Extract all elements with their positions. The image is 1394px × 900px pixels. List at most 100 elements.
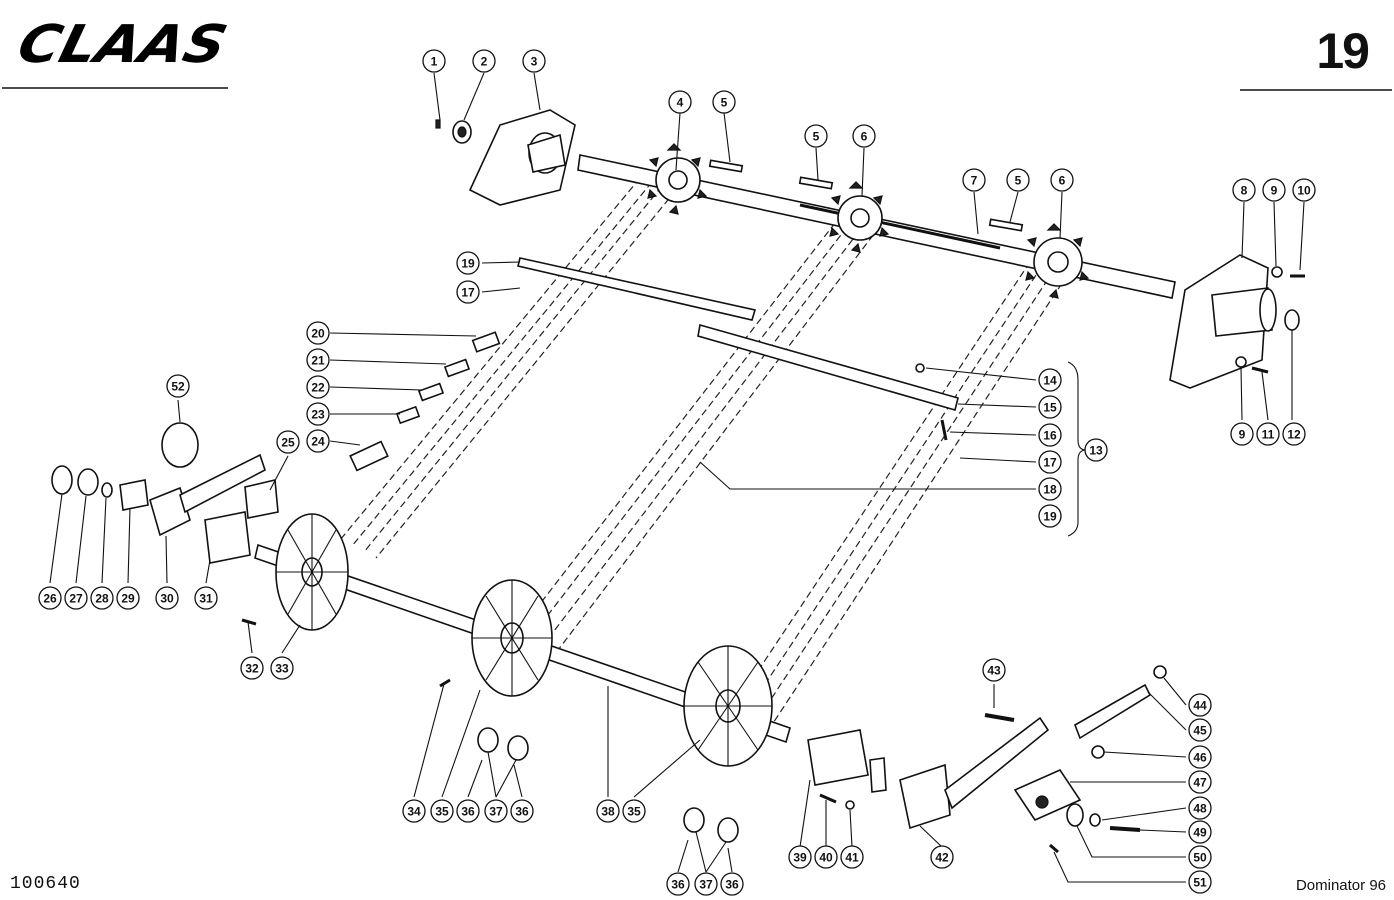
callout-circle [1188, 770, 1212, 794]
part-callout-36: 36 [456, 799, 480, 823]
callout-label: 38 [601, 805, 615, 819]
callout-circle [622, 799, 646, 823]
part-callout-22: 22 [306, 375, 330, 399]
part-callout-5: 5 [804, 124, 828, 148]
part-callout-15: 15 [1038, 395, 1062, 419]
callout-circle [306, 375, 330, 399]
part-callout-44: 44 [1188, 693, 1212, 717]
connector-22 [417, 382, 445, 402]
callout-circle [1262, 178, 1286, 202]
rod-45 [1074, 683, 1152, 740]
part-callout-35: 35 [622, 799, 646, 823]
document-code: 100640 [10, 874, 81, 894]
part-callout-4: 4 [668, 90, 692, 114]
part-callout-49: 49 [1188, 820, 1212, 844]
callout-label: 15 [1043, 401, 1057, 415]
part-callout-40: 40 [814, 845, 838, 869]
key-5a [708, 159, 744, 173]
callout-label: 19 [1043, 510, 1057, 524]
callout-label: 36 [515, 805, 529, 819]
bearing-plate-left [468, 109, 576, 206]
part-callout-10: 10 [1292, 178, 1316, 202]
callout-circle [456, 251, 480, 275]
callout-circle [720, 872, 744, 896]
part-callout-41: 41 [840, 845, 864, 869]
brand-logo-text: CLAAS [12, 18, 230, 68]
part-callout-39: 39 [788, 845, 812, 869]
bolt-43 [984, 713, 1015, 722]
callout-label: 43 [987, 664, 1001, 678]
callout-circle [840, 845, 864, 869]
callout-label: 42 [935, 851, 949, 865]
part-callout-36: 36 [510, 799, 534, 823]
upper-sprocket-middle [829, 181, 890, 253]
part-callout-46: 46 [1188, 745, 1212, 769]
callout-label: 10 [1297, 184, 1311, 198]
part-callout-13: 13 [1084, 438, 1108, 462]
callout-label: 44 [1193, 699, 1207, 713]
part-callout-16: 16 [1038, 423, 1062, 447]
callout-circle [194, 586, 218, 610]
washer-48 [1089, 813, 1101, 827]
washer-41 [845, 800, 855, 810]
callout-circle [1188, 820, 1212, 844]
key-5b [798, 176, 834, 190]
callout-circle [1084, 438, 1108, 462]
callout-label: 45 [1193, 724, 1207, 738]
nut-9a [1271, 266, 1283, 278]
nut-14 [915, 363, 925, 373]
nut-9b [1235, 356, 1247, 368]
part-callout-28: 28 [90, 586, 114, 610]
callout-label: 7 [971, 174, 978, 188]
callout-label: 39 [793, 851, 807, 865]
callout-circle [1038, 395, 1062, 419]
callout-circle [1230, 422, 1254, 446]
callout-circle [456, 799, 480, 823]
callout-label: 50 [1193, 851, 1207, 865]
part-callout-9: 9 [1262, 178, 1286, 202]
part-callout-27: 27 [64, 586, 88, 610]
housing-30 [149, 486, 191, 537]
callout-circle [270, 656, 294, 680]
callout-label: 37 [489, 805, 503, 819]
bearing-plate-right [1169, 254, 1277, 389]
bearing-37b [507, 735, 529, 761]
callout-circle [1292, 178, 1316, 202]
callout-label: 13 [1089, 444, 1103, 458]
callout-circle [116, 586, 140, 610]
callout-label: 14 [1043, 374, 1057, 388]
bolt-40 [819, 793, 837, 804]
callout-circle [804, 124, 828, 148]
callout-label: 16 [1043, 429, 1057, 443]
connector-21 [443, 358, 471, 378]
callout-circle [1188, 796, 1212, 820]
callout-label: 35 [627, 805, 641, 819]
part-callout-9: 9 [1230, 422, 1254, 446]
part-callout-5: 5 [712, 90, 736, 114]
part-callout-50: 50 [1188, 845, 1212, 869]
part-callout-12: 12 [1282, 422, 1306, 446]
sleeve-39 [807, 729, 869, 786]
bolt-49 [1109, 826, 1141, 832]
part-callout-48: 48 [1188, 796, 1212, 820]
callout-circle [430, 799, 454, 823]
bearing-37a [477, 727, 499, 753]
sleeve-31 [204, 511, 251, 564]
callout-label: 34 [407, 805, 421, 819]
callout-circle [1188, 718, 1212, 742]
page-number: 19 [1316, 23, 1370, 79]
part-callout-17: 17 [456, 280, 480, 304]
leader-lines [49, 72, 1305, 883]
callout-label: 5 [721, 96, 728, 110]
callout-circle [510, 799, 534, 823]
washer-50 [1066, 803, 1084, 827]
callout-label: 46 [1193, 751, 1207, 765]
part-callout-34: 34 [402, 799, 426, 823]
bracket-39 [869, 757, 887, 793]
block-47-bore [1035, 795, 1049, 809]
part-callout-17: 17 [1038, 450, 1062, 474]
callout-circle [694, 872, 718, 896]
callout-circle [306, 348, 330, 372]
bearing-37d [717, 817, 739, 843]
callout-circle [930, 845, 954, 869]
